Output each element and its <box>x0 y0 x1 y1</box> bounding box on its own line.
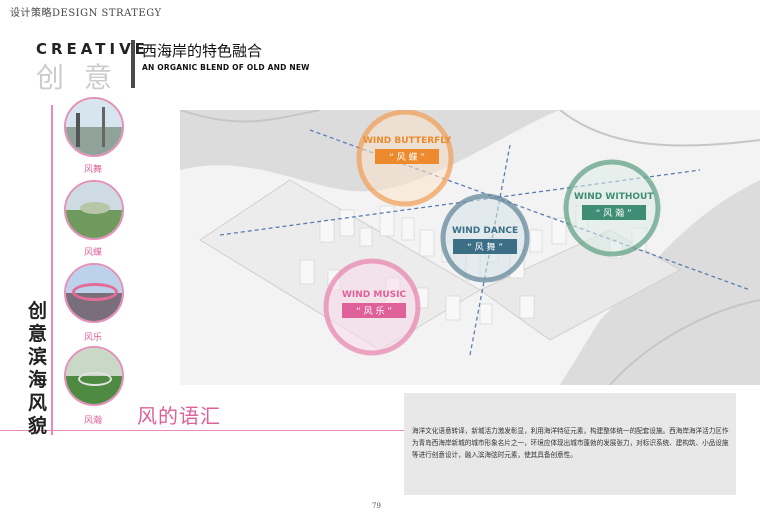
subtitle-chinese: 西海岸的特色融合 <box>142 42 263 60</box>
aerial-map: WIND BUTTERFLY “ 风 蝶 ” WIND DANCE “ 风 舞 … <box>180 110 760 385</box>
side-title-char: 创 <box>28 300 48 322</box>
side-title: 创 意 滨 海 风 貌 <box>28 300 47 438</box>
side-title-char: 滨 <box>28 346 48 368</box>
subtitle-english: AN ORGANIC BLEND OF OLD AND NEW <box>142 63 310 72</box>
thumbnail-label: 风乐 <box>84 333 103 343</box>
badge-tag: “ 风 乐 ” <box>342 303 407 318</box>
side-title-char: 风 <box>28 392 48 414</box>
title-divider <box>131 40 135 88</box>
thumbnail-wind-without <box>64 346 124 406</box>
description-box: 海洋文化语意转译，新城活力激发彰显，利用海洋特征元素，构建整体统一的配套设施。西… <box>404 393 736 495</box>
thumbnail-label: 风瀚 <box>84 416 103 426</box>
title-chinese: 创意 <box>36 61 133 94</box>
side-title-char: 意 <box>28 323 48 345</box>
badge-name: WIND WITHOUT <box>574 192 654 202</box>
thumbnail-wind-dance <box>64 97 124 157</box>
title-english: CREATIVE <box>36 40 149 58</box>
side-title-char: 貌 <box>28 415 48 437</box>
badge-name: WIND BUTTERFLY <box>363 136 452 146</box>
badge-tag: “ 风 舞 ” <box>453 239 518 254</box>
badge-wind-dance: WIND DANCE “ 风 舞 ” <box>452 226 518 254</box>
pink-horizontal-rule <box>0 430 405 431</box>
badge-name: WIND MUSIC <box>342 290 407 300</box>
badge-wind-without: WIND WITHOUT “ 风 瀚 ” <box>574 192 653 220</box>
badge-tag: “ 风 蝶 ” <box>375 149 440 164</box>
page-number: 79 <box>372 502 381 510</box>
section-title: 风的语汇 <box>137 404 221 428</box>
thumbnail-wind-music <box>64 263 124 323</box>
side-title-char: 海 <box>28 369 48 391</box>
description-text: 海洋文化语意转译，新城活力激发彰显，利用海洋特征元素，构建整体统一的配套设施。西… <box>412 427 729 459</box>
pink-vertical-rule <box>51 105 53 435</box>
thumbnail-wind-butterfly <box>64 180 124 240</box>
thumbnail-label: 风舞 <box>84 165 103 175</box>
badge-tag: “ 风 瀚 ” <box>581 205 646 220</box>
badge-name: WIND DANCE <box>452 226 519 236</box>
badge-wind-music: WIND MUSIC “ 风 乐 ” <box>342 290 406 318</box>
header-label: 设计策略DESIGN STRATEGY <box>10 8 162 19</box>
badge-wind-butterfly: WIND BUTTERFLY “ 风 蝶 ” <box>363 136 451 164</box>
thumbnail-label: 风蝶 <box>84 248 103 258</box>
